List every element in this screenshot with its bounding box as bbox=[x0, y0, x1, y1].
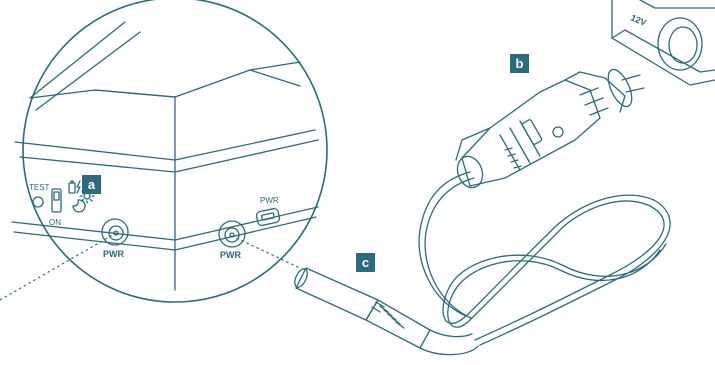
test-button bbox=[33, 197, 43, 207]
cable bbox=[419, 172, 670, 345]
socket-pointer-line bbox=[0, 233, 116, 300]
barrel-plug bbox=[292, 267, 478, 355]
pwr-side-usb-label: PWR bbox=[260, 196, 279, 205]
battery-icon bbox=[69, 181, 75, 193]
plug-guide-line bbox=[232, 236, 300, 268]
moon-icon bbox=[73, 200, 85, 212]
device-magnifier bbox=[0, 0, 327, 302]
callout-a: a bbox=[82, 175, 101, 194]
car-plug bbox=[453, 66, 644, 191]
pwr-front-label: PWR bbox=[103, 249, 124, 259]
callout-b: b bbox=[510, 54, 529, 73]
lightning-icon bbox=[77, 181, 80, 193]
socket-12v-label: 12V bbox=[629, 13, 648, 28]
device-front-top bbox=[30, 62, 300, 98]
on-label: ON bbox=[49, 218, 61, 227]
callout-c: c bbox=[356, 253, 375, 272]
test-label: TEST bbox=[29, 183, 50, 192]
pwr-side-port-label: PWR bbox=[220, 250, 241, 260]
car-socket bbox=[612, 0, 715, 85]
